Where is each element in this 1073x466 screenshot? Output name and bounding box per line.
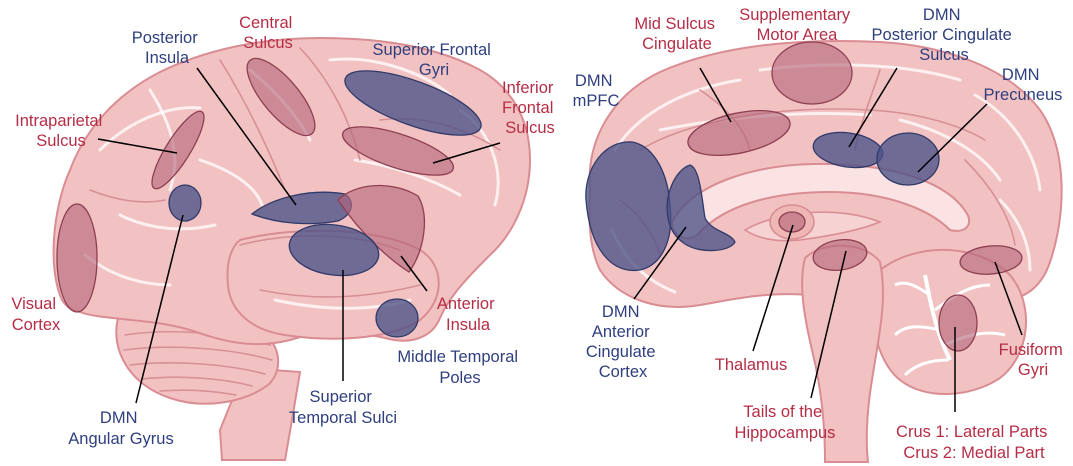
label-superior-temporal-sulci: Superior Temporal Sulci xyxy=(289,388,397,427)
lateral-brain-view: Central Sulcus Posterior Insula Superior… xyxy=(11,14,558,460)
label-crus: Crus 1: Lateral Parts Crus 2: Medial Par… xyxy=(896,423,1052,462)
label-thalamus: Thalamus xyxy=(715,356,787,374)
visual-cortex-region xyxy=(57,204,97,312)
medial-brain-view: Mid Sulcus Cingulate Supplementary Motor… xyxy=(573,6,1068,462)
label-inferior-frontal-sulcus: Inferior Frontal Sulcus xyxy=(502,79,558,137)
supplementary-motor-area-region xyxy=(772,42,852,104)
label-tails-of-the-hippocampus: Tails of the Hippocampus xyxy=(735,403,836,442)
middle-temporal-poles-region xyxy=(376,299,418,337)
label-middle-temporal-poles: Middle Temporal Poles xyxy=(397,348,522,387)
dmn-precuneus-region xyxy=(877,133,939,185)
crus-region xyxy=(939,295,977,351)
label-anterior-insula: Anterior Insula xyxy=(437,295,499,334)
label-mid-sulcus-cingulate: Mid Sulcus Cingulate xyxy=(634,15,719,53)
label-visual-cortex: Visual Cortex xyxy=(11,295,61,334)
label-central-sulcus: Central Sulcus xyxy=(239,14,297,52)
label-dmn-anterior-cingulate-cortex: DMN Anterior Cingulate Cortex xyxy=(586,303,660,381)
label-dmn-angular-gyrus: DMN Angular Gyrus xyxy=(68,409,173,448)
label-dmn-mpfc: DMN mPFC xyxy=(573,72,620,110)
dmn-angular-gyrus-region xyxy=(169,185,201,221)
label-supplementary-motor-area: Supplementary Motor Area xyxy=(739,6,855,44)
